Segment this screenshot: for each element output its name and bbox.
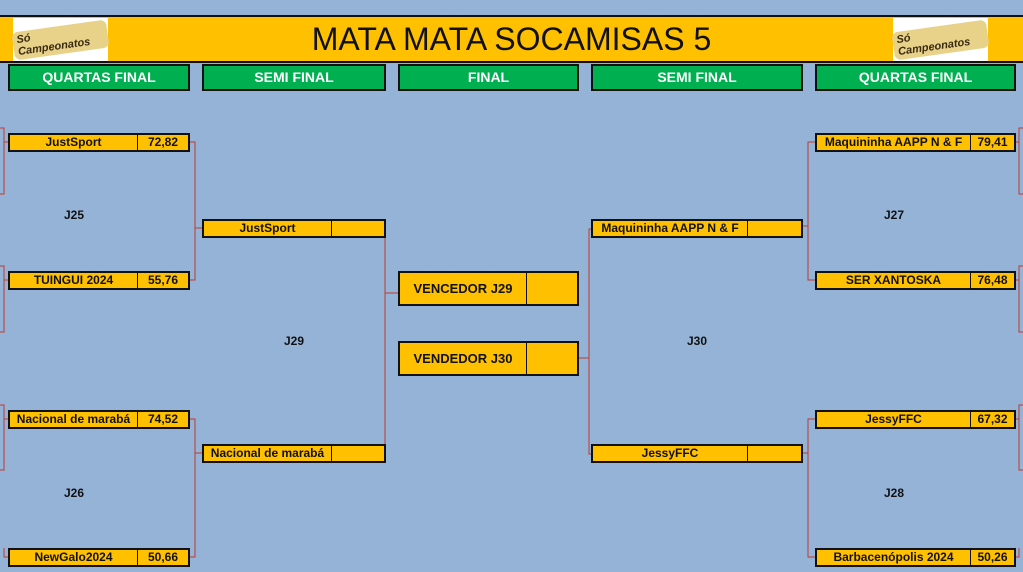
match-box: Barbacenópolis 2024 50,26 (815, 548, 1016, 567)
header-quartas-right: QUARTAS FINAL (815, 64, 1016, 91)
team-score (331, 221, 384, 236)
match-box: SER XANTOSKA 76,48 (815, 271, 1016, 290)
team-name: Nacional de marabá (16, 412, 131, 426)
header-quartas-left: QUARTAS FINAL (8, 64, 190, 91)
match-box: TUINGUI 2024 55,76 (8, 271, 190, 290)
logo-right: Só Campeonatos (891, 18, 990, 61)
match-box: NewGalo2024 50,66 (8, 548, 190, 567)
team-name: SER XANTOSKA (845, 273, 942, 287)
header-semi-left: SEMI FINAL (202, 64, 386, 91)
team-score: 50,66 (137, 550, 188, 565)
team-name: JustSport (239, 221, 296, 235)
team-name: VENDEDOR J30 (413, 351, 513, 366)
match-box: JustSport 72,82 (8, 133, 190, 152)
final-box: VENDEDOR J30 (398, 341, 579, 376)
team-name: Maquininha AAPP N & F (824, 135, 963, 149)
team-name: Maquininha AAPP N & F (601, 221, 739, 235)
header-final: FINAL (398, 64, 579, 91)
team-score: 50,26 (970, 550, 1014, 565)
page-title: MATA MATA SOCAMISAS 5 (311, 21, 712, 57)
logo-left: Só Campeonatos (11, 18, 110, 61)
game-label-j27: J27 (884, 208, 905, 222)
match-box: Maquininha AAPP N & F 79,41 (815, 133, 1016, 152)
team-name: JessyFFC (865, 412, 922, 426)
logo-text: Só Campeonatos (11, 19, 110, 60)
team-name: JessyFFC (641, 446, 699, 460)
team-name: VENCEDOR J29 (413, 281, 513, 296)
team-score (526, 273, 577, 304)
match-box: Nacional de marabá 74,52 (8, 410, 190, 429)
team-score: 72,82 (137, 135, 188, 150)
final-box: VENCEDOR J29 (398, 271, 579, 306)
team-score: 76,48 (970, 273, 1014, 288)
game-label-j25: J25 (64, 208, 85, 222)
team-score: 79,41 (970, 135, 1014, 150)
logo-text: Só Campeonatos (891, 19, 990, 60)
team-name: JustSport (45, 135, 102, 149)
game-label-j26: J26 (64, 486, 85, 500)
match-box: JessyFFC (591, 444, 803, 463)
match-box: Maquininha AAPP N & F (591, 219, 803, 238)
team-name: TUINGUI 2024 (33, 273, 114, 287)
match-box: Nacional de marabá (202, 444, 386, 463)
team-score (747, 446, 801, 461)
team-name: NewGalo2024 (34, 550, 113, 564)
team-score (747, 221, 801, 236)
team-score: 74,52 (137, 412, 188, 427)
team-score: 67,32 (970, 412, 1014, 427)
team-score (526, 343, 577, 374)
game-label-j28: J28 (884, 486, 905, 500)
match-box: JessyFFC 67,32 (815, 410, 1016, 429)
match-box: JustSport (202, 219, 386, 238)
team-score (331, 446, 384, 461)
game-label-j29: J29 (284, 334, 305, 348)
team-name: Barbacenópolis 2024 (833, 550, 954, 564)
game-label-j30: J30 (687, 334, 708, 348)
title-bar (0, 15, 1023, 63)
team-name: Nacional de marabá (210, 446, 325, 460)
team-score: 55,76 (137, 273, 188, 288)
header-semi-right: SEMI FINAL (591, 64, 803, 91)
